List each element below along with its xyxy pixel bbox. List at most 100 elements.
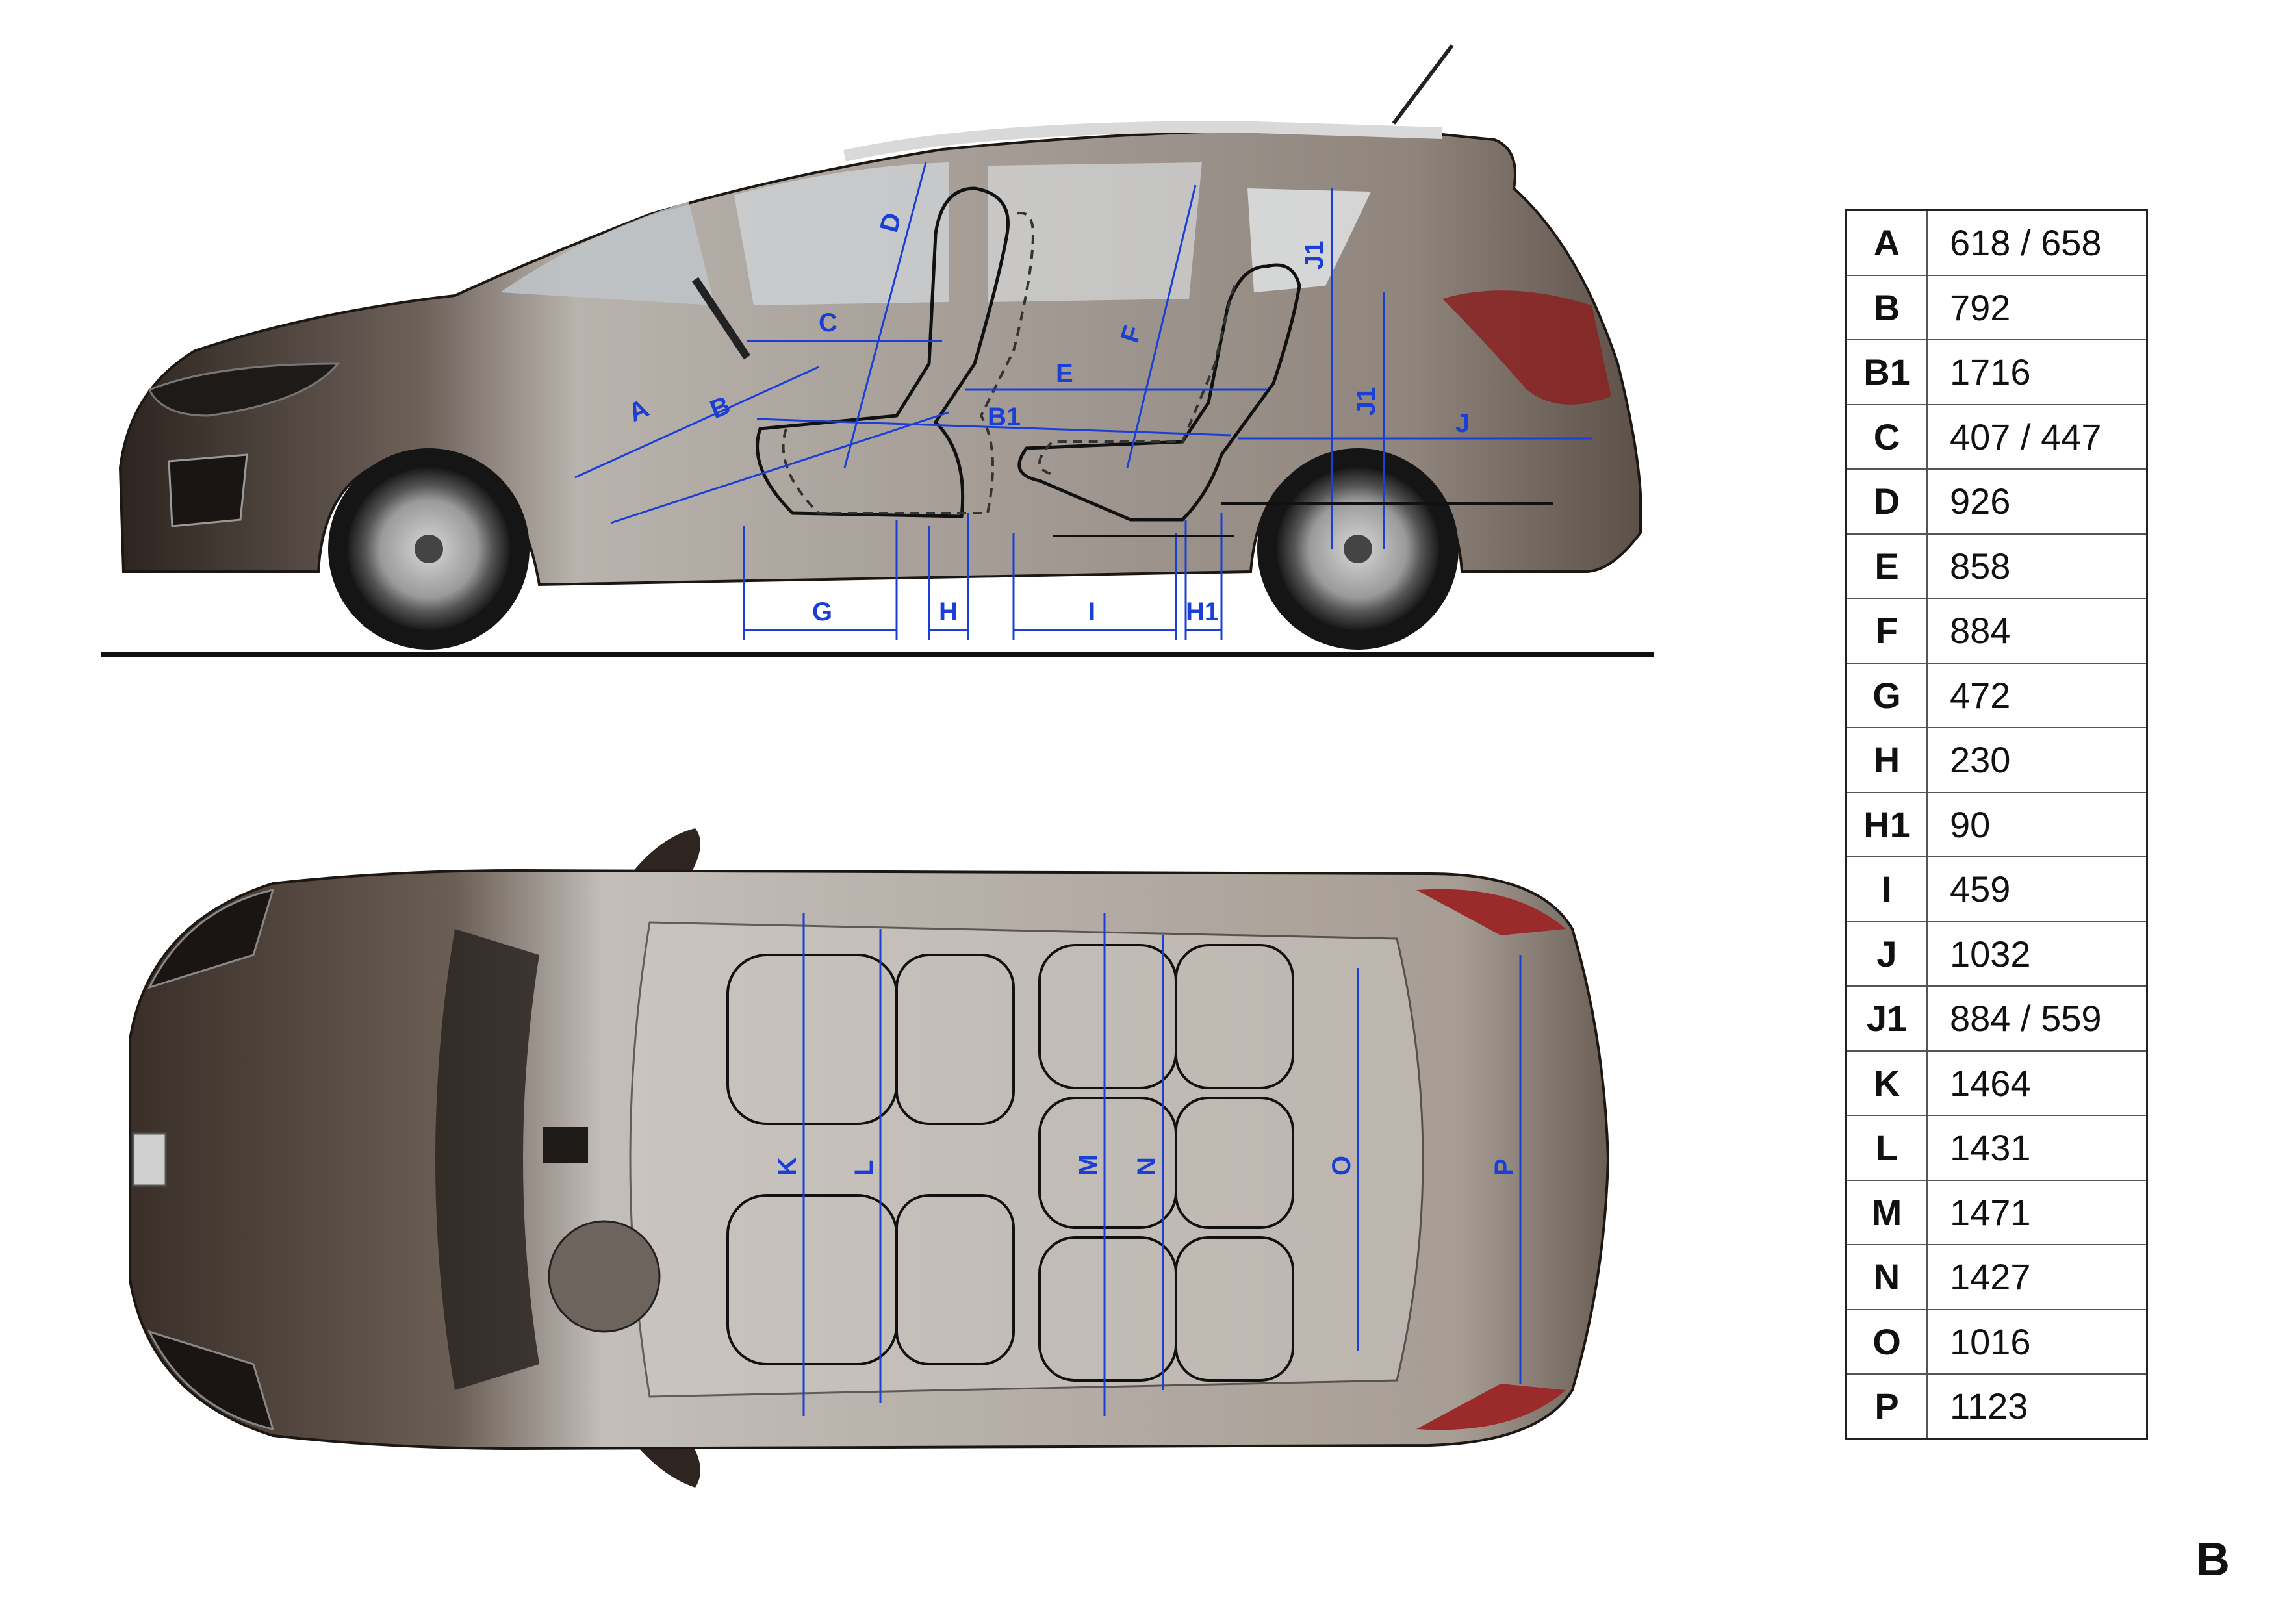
steering-column xyxy=(692,277,750,360)
dimension-value: 1016 xyxy=(1926,1308,2148,1375)
dimension-value: 1431 xyxy=(1926,1115,2148,1181)
dim-label-H: H xyxy=(939,598,958,626)
dimension-value: 884 / 559 xyxy=(1926,985,2148,1052)
rear-wheel xyxy=(1257,448,1459,650)
dimension-key: I xyxy=(1845,856,1928,922)
dimension-value: 90 xyxy=(1926,791,2148,857)
dim-label-K: K xyxy=(773,1157,802,1176)
dimension-key: J xyxy=(1845,920,1928,987)
dim-label-H1: H1 xyxy=(1186,598,1219,626)
dim-label-C: C xyxy=(819,309,837,337)
dimension-value: 1464 xyxy=(1926,1050,2148,1116)
dim-label-J1-lower: J1 xyxy=(1352,387,1381,416)
dimension-value: 1716 xyxy=(1926,339,2148,405)
fog-light xyxy=(168,453,248,527)
dimension-value: 858 xyxy=(1926,533,2148,599)
dimension-key: O xyxy=(1845,1308,1928,1375)
dim-label-B1: B1 xyxy=(988,403,1021,431)
top-view: K L M N O P xyxy=(129,828,1610,1488)
top-roof-glass xyxy=(629,921,1424,1398)
rear-seat-folded-position xyxy=(1038,285,1236,476)
dimension-value: 1471 xyxy=(1926,1179,2148,1245)
top-headlight-left xyxy=(147,888,275,989)
dimension-key: J1 xyxy=(1845,985,1928,1052)
dim-label-I: I xyxy=(1088,598,1095,626)
front-seat-outline xyxy=(756,186,1010,518)
top-windshield xyxy=(435,929,539,1390)
dimension-key: H xyxy=(1845,727,1928,793)
dimension-key: D xyxy=(1845,468,1928,535)
dim-label-G: G xyxy=(812,598,832,626)
dim-label-N: N xyxy=(1132,1157,1161,1176)
top-tail-light-right xyxy=(1416,1384,1566,1430)
dimension-value: 1427 xyxy=(1926,1244,2148,1310)
dimension-value: 230 xyxy=(1926,727,2148,793)
dimension-key: L xyxy=(1845,1115,1928,1181)
dim-label-J: J xyxy=(1455,409,1470,438)
steering-wheel xyxy=(548,1220,661,1333)
dimension-key: N xyxy=(1845,1244,1928,1310)
front-side-window xyxy=(734,162,949,305)
dim-label-P: P xyxy=(1490,1158,1518,1176)
dimension-key: G xyxy=(1845,662,1928,728)
dim-label-E: E xyxy=(1056,359,1073,388)
rear-side-window xyxy=(988,162,1202,302)
side-dimension-lines xyxy=(574,162,1592,640)
dim-label-O: O xyxy=(1327,1156,1356,1176)
dimension-value: 459 xyxy=(1926,856,2148,922)
dimension-key: P xyxy=(1845,1373,1928,1440)
centre-console-screen xyxy=(543,1127,588,1163)
page-letter: B xyxy=(2196,1534,2230,1586)
dimension-key: H1 xyxy=(1845,791,1928,857)
dimension-key: B1 xyxy=(1845,339,1928,405)
dimension-value: 1123 xyxy=(1926,1373,2148,1440)
dimension-value: 884 xyxy=(1926,598,2148,664)
dimension-key: F xyxy=(1845,598,1928,664)
dim-label-L: L xyxy=(850,1160,878,1176)
top-seats xyxy=(726,944,1294,1382)
dimension-value: 792 xyxy=(1926,274,2148,340)
dimension-value: 618 / 658 xyxy=(1926,209,2148,276)
windshield xyxy=(500,201,715,305)
dimension-key: E xyxy=(1845,533,1928,599)
dimension-key: C xyxy=(1845,403,1928,470)
antenna xyxy=(1392,44,1454,125)
top-logo xyxy=(132,1132,167,1187)
headlight xyxy=(147,362,340,417)
roof-rail xyxy=(843,120,1443,162)
dim-label-J1-upper: J1 xyxy=(1300,241,1329,270)
tail-light xyxy=(1442,290,1611,405)
top-dimension-lines xyxy=(802,913,1522,1416)
dimension-key: A xyxy=(1845,209,1928,276)
dim-label-M: M xyxy=(1074,1154,1103,1176)
top-headlight-right xyxy=(147,1330,275,1431)
dimension-key: B xyxy=(1845,274,1928,340)
dimension-value: 1032 xyxy=(1926,920,2148,987)
dimension-value: 926 xyxy=(1926,468,2148,535)
dimension-key: M xyxy=(1845,1179,1928,1245)
dimension-key: K xyxy=(1845,1050,1928,1116)
side-view: A B B1 C D E F G H H1 I J J1 J1 xyxy=(101,44,1654,657)
top-tail-light-left xyxy=(1416,889,1566,935)
